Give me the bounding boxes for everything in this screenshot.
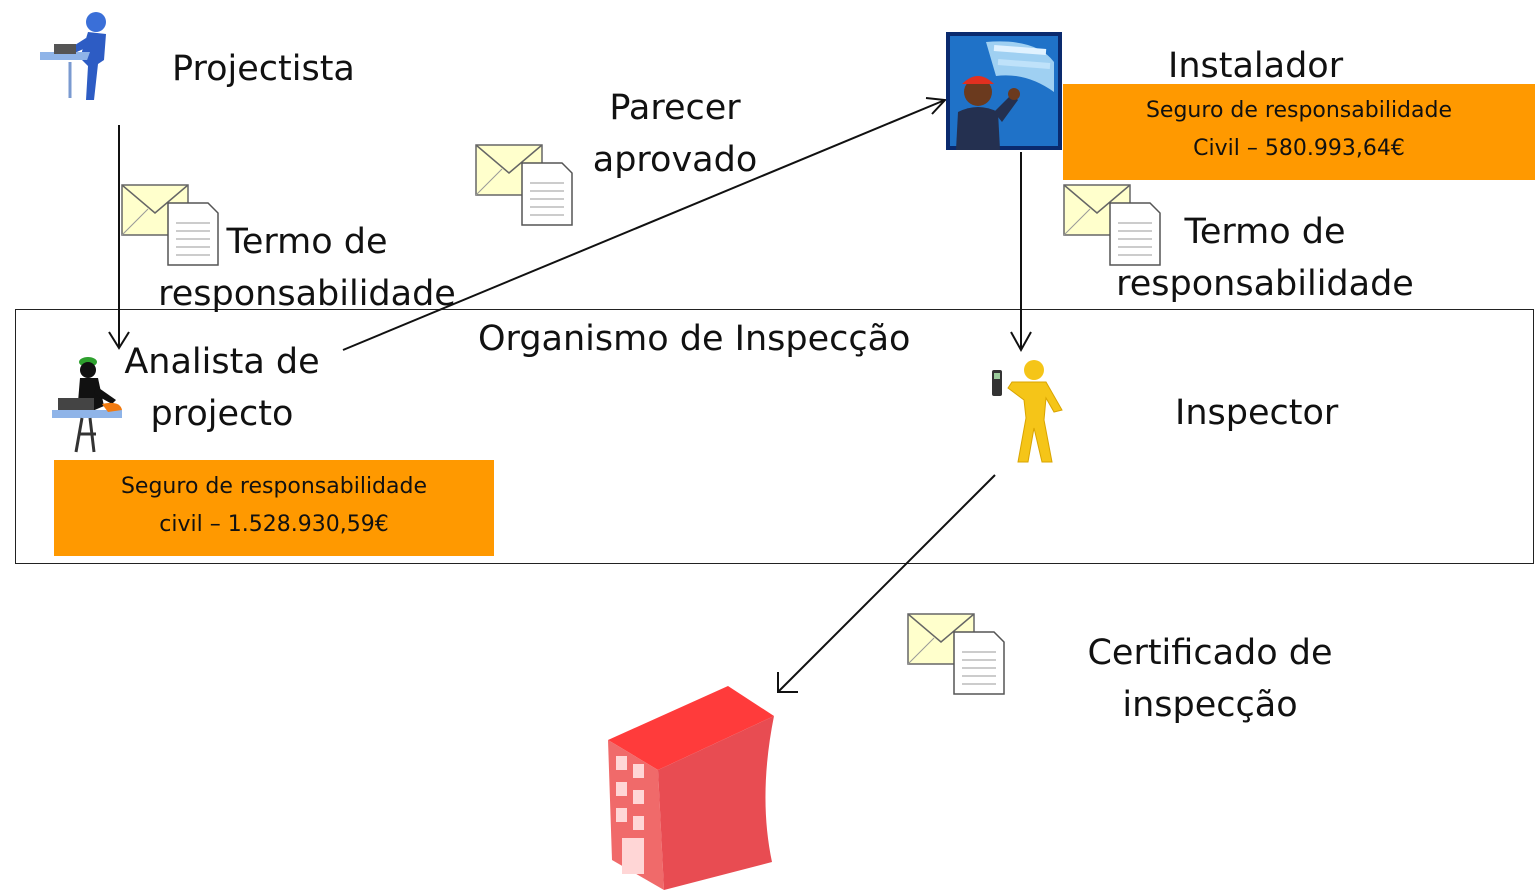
building-icon [608, 686, 774, 890]
termo-right-line1: Termo de [1184, 212, 1346, 252]
envelope-document-icon [121, 184, 219, 266]
instalador-insurance-box: Seguro de responsabilidade Civil – 580.9… [1063, 84, 1535, 180]
organismo-inspeccao-frame [15, 309, 1534, 564]
termo-responsabilidade-left-label: Termo de responsabilidade [152, 216, 462, 320]
certificado-inspeccao-label: Certificado de inspecção [1070, 627, 1350, 731]
arrow-analista-instalador [342, 99, 946, 351]
hacker-analyst-icon [52, 357, 122, 453]
instalador-label: Instalador [1168, 46, 1344, 86]
analista-label-line2: projecto [150, 394, 294, 434]
person-phone-icon [992, 360, 1063, 463]
instalador-insurance-line2: Civil – 580.993,64€ [1193, 136, 1405, 161]
termo-right-line2: responsabilidade [1116, 264, 1414, 304]
parecer-line1: Parecer [609, 88, 741, 128]
analista-insurance-line1: Seguro de responsabilidade [120, 474, 428, 499]
projectista-label: Projectista [172, 49, 355, 89]
certificado-line1: Certificado de [1087, 633, 1333, 673]
certificado-line2: inspecção [1122, 685, 1298, 725]
arrow-inspector-building [777, 474, 996, 693]
inspector-label: Inspector [1175, 393, 1339, 433]
analista-label: Analista de projecto [122, 336, 322, 440]
designer-person-icon [40, 12, 106, 100]
instalador-insurance-line1: Seguro de responsabilidade [1145, 98, 1453, 123]
worker-icon [946, 32, 1062, 150]
analista-insurance-box: Seguro de responsabilidade civil – 1.528… [54, 460, 494, 556]
termo-left-line2: responsabilidade [158, 274, 456, 314]
termo-responsabilidade-right-label: Termo de responsabilidade [1110, 206, 1420, 310]
parecer-line2: aprovado [592, 140, 758, 180]
envelope-document-icon [907, 613, 1005, 695]
analista-label-line1: Analista de [124, 342, 320, 382]
analista-insurance-line2: civil – 1.528.930,59€ [159, 512, 389, 537]
termo-left-line1: Termo de [226, 222, 388, 262]
envelope-document-icon [1063, 184, 1161, 266]
envelope-document-icon [475, 144, 573, 226]
organismo-label: Organismo de Inspecção [478, 319, 911, 359]
parecer-aprovado-label: Parecer aprovado [575, 82, 775, 186]
